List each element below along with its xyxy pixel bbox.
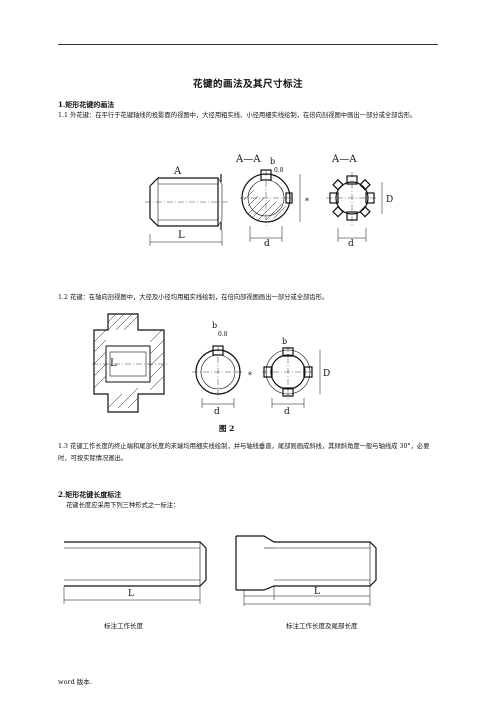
label-d-2: d bbox=[348, 239, 354, 249]
label-d-1: d bbox=[264, 239, 270, 249]
hub-outline bbox=[93, 313, 165, 413]
label-b-1: b bbox=[270, 157, 275, 166]
caption-work-tail-length: 标注工作长度及尾部长度 bbox=[286, 622, 358, 630]
label-l-left: L bbox=[128, 589, 134, 599]
figure-internal-spline: L b 0.8 d * b d D bbox=[92, 313, 330, 417]
footer-text: word 版本. bbox=[58, 678, 92, 686]
page-title: 花键的画法及其尺寸标注 bbox=[192, 79, 303, 90]
section-1-paragraph-2: 1.2 花键：在轴向剖视图中，大径及小径均用粗实线绘制，在倍向部视图画出一部分或… bbox=[58, 294, 329, 301]
label-D-1: D bbox=[386, 195, 393, 205]
figure-2-caption: 图 2 bbox=[219, 424, 235, 433]
label-b-3: b bbox=[282, 337, 287, 346]
figure-external-spline: A L A—A b 0.8 d * A—A d D bbox=[145, 154, 393, 249]
caption-work-length: 标注工作长度 bbox=[104, 622, 143, 630]
label-section-1: A—A bbox=[235, 154, 261, 165]
label-star-1: * bbox=[305, 197, 309, 206]
label-l-dim: L bbox=[178, 230, 185, 241]
section-2-paragraph-1: 花键长度应采用下列三种形式之一标注： bbox=[66, 502, 180, 509]
label-D-2: D bbox=[323, 369, 330, 379]
label-d-3: d bbox=[214, 407, 220, 417]
label-a1-top: A bbox=[173, 166, 182, 177]
label-l-right: L bbox=[314, 587, 320, 597]
label-b-2: b bbox=[212, 321, 217, 330]
header-rule bbox=[58, 44, 438, 45]
label-section-2: A—A bbox=[331, 154, 357, 165]
section-2-heading: 2.矩形花键长度标注 bbox=[58, 490, 122, 499]
label-d-4: d bbox=[284, 407, 290, 417]
section-1-paragraph-1: 1.1 外花键：在平行于花键轴线的投影面的视图中，大径用粗实线、小径用细实线绘制… bbox=[58, 112, 417, 119]
label-ratio-1: 0.8 bbox=[274, 167, 284, 174]
figure-length-marking: L L bbox=[63, 535, 377, 606]
section-1-heading: 1.矩形花键的画法 bbox=[58, 100, 115, 109]
section-1-paragraph-3: 1.3 花键工作长度的终止端和尾部长度的末端均用细实线绘制，并与轴线垂直，尾部则… bbox=[58, 443, 430, 462]
label-l-internal: L bbox=[110, 358, 117, 369]
label-ratio-2: 0.8 bbox=[218, 331, 228, 338]
label-star-2: * bbox=[248, 371, 252, 380]
